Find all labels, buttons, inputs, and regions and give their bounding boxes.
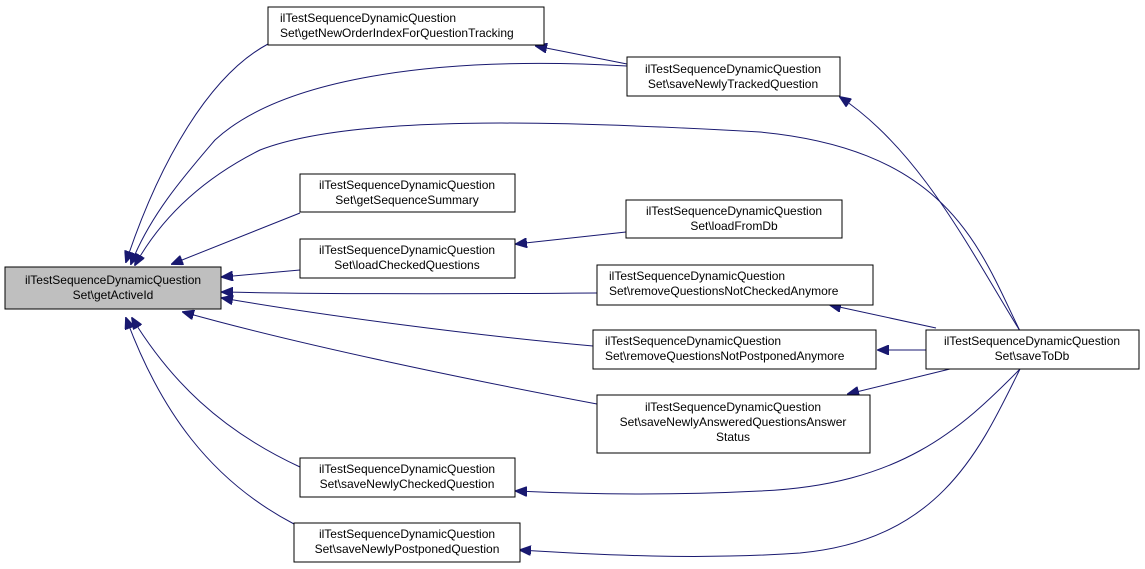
edge-savetodb-to-getactiveid <box>135 122 1021 332</box>
node-label-line: Status <box>716 430 750 444</box>
node-label-line: Set\removeQuestionsNotPostponedAnymore <box>605 349 845 363</box>
edge-savetodb-to-savenewlypostponed <box>520 368 1021 557</box>
node-label-line: ilTestSequenceDynamicQuestion <box>319 527 495 541</box>
node-label-line: Set\saveNewlyAnsweredQuestionsAnswer <box>620 415 847 429</box>
edge-saveansweredstatus-to-getactiveid <box>183 312 598 405</box>
edge-loadchecked-to-getactiveid <box>222 269 301 277</box>
edge-getneworderindex-to-getactiveid <box>126 43 269 262</box>
edge-getsequencesummary-to-getactiveid <box>172 212 301 264</box>
node-label-line: Set\saveNewlyPostponedQuestion <box>315 542 500 556</box>
edge-savenewlypostponed-to-getactiveid <box>126 318 295 525</box>
edge-savenewlytracked-to-getneworderindex <box>536 46 628 65</box>
node-label-line: ilTestSequenceDynamicQuestion <box>605 334 781 348</box>
edge-loadfromdb-to-loadchecked <box>516 231 627 244</box>
edge-removenotpostponed-to-getactiveid <box>222 298 594 347</box>
node-label-line: Set\saveNewlyTrackedQuestion <box>648 77 818 91</box>
node-label-line: Set\getSequenceSummary <box>335 193 478 207</box>
node-label-line: ilTestSequenceDynamicQuestion <box>319 178 495 192</box>
node-label-line: ilTestSequenceDynamicQuestion <box>646 204 822 218</box>
node-label-line: ilTestSequenceDynamicQuestion <box>280 11 456 25</box>
node-label-line: Set\loadFromDb <box>690 219 778 233</box>
node-label-line: ilTestSequenceDynamicQuestion <box>944 334 1120 348</box>
edge-savetodb-to-savenewlychecked <box>516 368 1021 494</box>
edge-savetodb-to-saveansweredstatus <box>848 368 951 394</box>
node-label-line: Set\loadCheckedQuestions <box>334 258 479 272</box>
edge-savetodb-to-savenewlytracked <box>840 97 1021 332</box>
edge-savetodb-to-removenotchecked <box>830 305 937 329</box>
node-label-line: ilTestSequenceDynamicQuestion <box>645 62 821 76</box>
edge-savenewlychecked-to-getactiveid <box>132 318 301 468</box>
edges <box>126 43 1021 557</box>
node-label-line: ilTestSequenceDynamicQuestion <box>645 400 821 414</box>
node-label-line: Set\removeQuestionsNotCheckedAnymore <box>609 284 839 298</box>
node-label-line: ilTestSequenceDynamicQuestion <box>319 462 495 476</box>
node-label-line: Set\saveToDb <box>995 349 1070 363</box>
node-label-line: ilTestSequenceDynamicQuestion <box>25 273 201 287</box>
node-label-line: ilTestSequenceDynamicQuestion <box>609 269 785 283</box>
node-label-line: Set\getNewOrderIndexForQuestionTracking <box>280 26 514 40</box>
edge-removenotchecked-to-getactiveid <box>222 292 598 294</box>
node-label-line: Set\saveNewlyCheckedQuestion <box>320 477 495 491</box>
edge-savenewlytracked-to-getactiveid <box>131 62 628 264</box>
node-label-line: ilTestSequenceDynamicQuestion <box>319 243 495 257</box>
node-label-line: Set\getActiveId <box>73 288 154 302</box>
